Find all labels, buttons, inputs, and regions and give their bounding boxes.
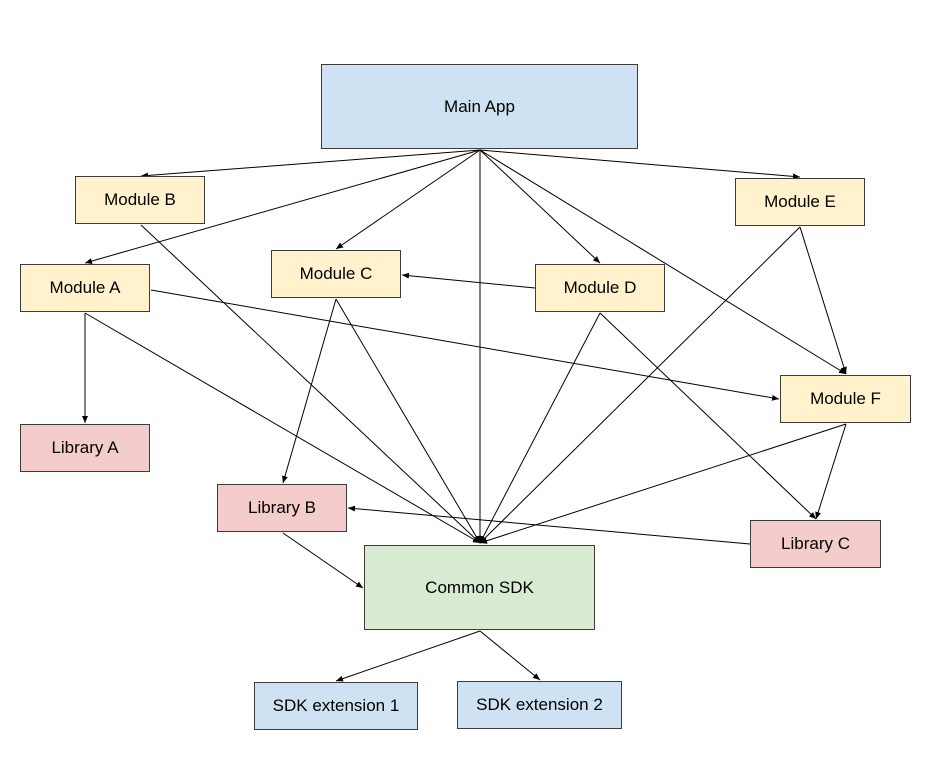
node-label: SDK extension 2 [476, 695, 603, 714]
edge-module-a-to-module-f [150, 289, 780, 401]
edge-main-app-to-module-b [140, 149, 481, 179]
node-label: Module B [104, 190, 176, 209]
node-label: Module A [49, 278, 121, 297]
edge-module-d-to-library-c [599, 312, 817, 520]
edge-module-f-to-common-sdk [479, 423, 847, 544]
edge-module-d-to-common-sdk [479, 312, 601, 544]
edge-module-c-to-common-sdk [335, 298, 481, 544]
edge-module-c-to-library-b [282, 298, 337, 484]
edge-module-e-to-common-sdk [479, 226, 801, 544]
node-label: SDK extension 1 [272, 696, 400, 715]
node-module-f: Module F [780, 375, 911, 423]
edge-module-e-to-module-f [799, 226, 847, 375]
edge-module-f-to-library-c [815, 423, 847, 520]
node-module-e: Module E [735, 178, 865, 226]
edge-library-b-to-common-sdk [282, 532, 364, 589]
node-main-app: Main App [321, 64, 638, 149]
edge-common-sdk-to-sdk-ext-2 [479, 630, 541, 681]
edge-main-app-to-module-c [335, 149, 481, 250]
node-label: Main App [444, 96, 515, 116]
node-library-c: Library C [750, 520, 881, 568]
node-module-a: Module A [20, 264, 150, 312]
edge-module-d-to-module-c [401, 272, 536, 289]
node-module-b: Module B [75, 176, 205, 224]
node-sdk-extension-2: SDK extension 2 [457, 681, 622, 729]
edge-common-sdk-to-sdk-ext-1 [335, 630, 481, 682]
node-label: Module F [810, 389, 881, 408]
edge-main-app-to-module-a [84, 149, 481, 264]
node-label: Library C [781, 534, 850, 553]
node-label: Module D [563, 278, 637, 297]
edge-main-app-to-module-d [479, 149, 601, 264]
node-label: Common SDK [425, 577, 534, 597]
edge-module-b-to-common-sdk [140, 224, 481, 544]
node-label: Module E [764, 192, 836, 211]
edge-module-a-to-common-sdk [84, 312, 481, 544]
node-module-d: Module D [535, 264, 665, 312]
node-library-a: Library A [20, 424, 150, 472]
node-label: Library B [247, 498, 317, 517]
node-sdk-extension-1: SDK extension 1 [254, 682, 418, 730]
node-library-b: Library B [217, 484, 347, 532]
node-common-sdk: Common SDK [364, 545, 595, 630]
node-label: Library A [51, 438, 119, 457]
edge-library-c-to-library-b [347, 505, 751, 545]
edge-main-app-to-module-f [479, 149, 847, 375]
node-label: Module C [299, 264, 373, 283]
edge-main-app-to-module-e [479, 149, 801, 180]
node-module-c: Module C [271, 250, 401, 298]
